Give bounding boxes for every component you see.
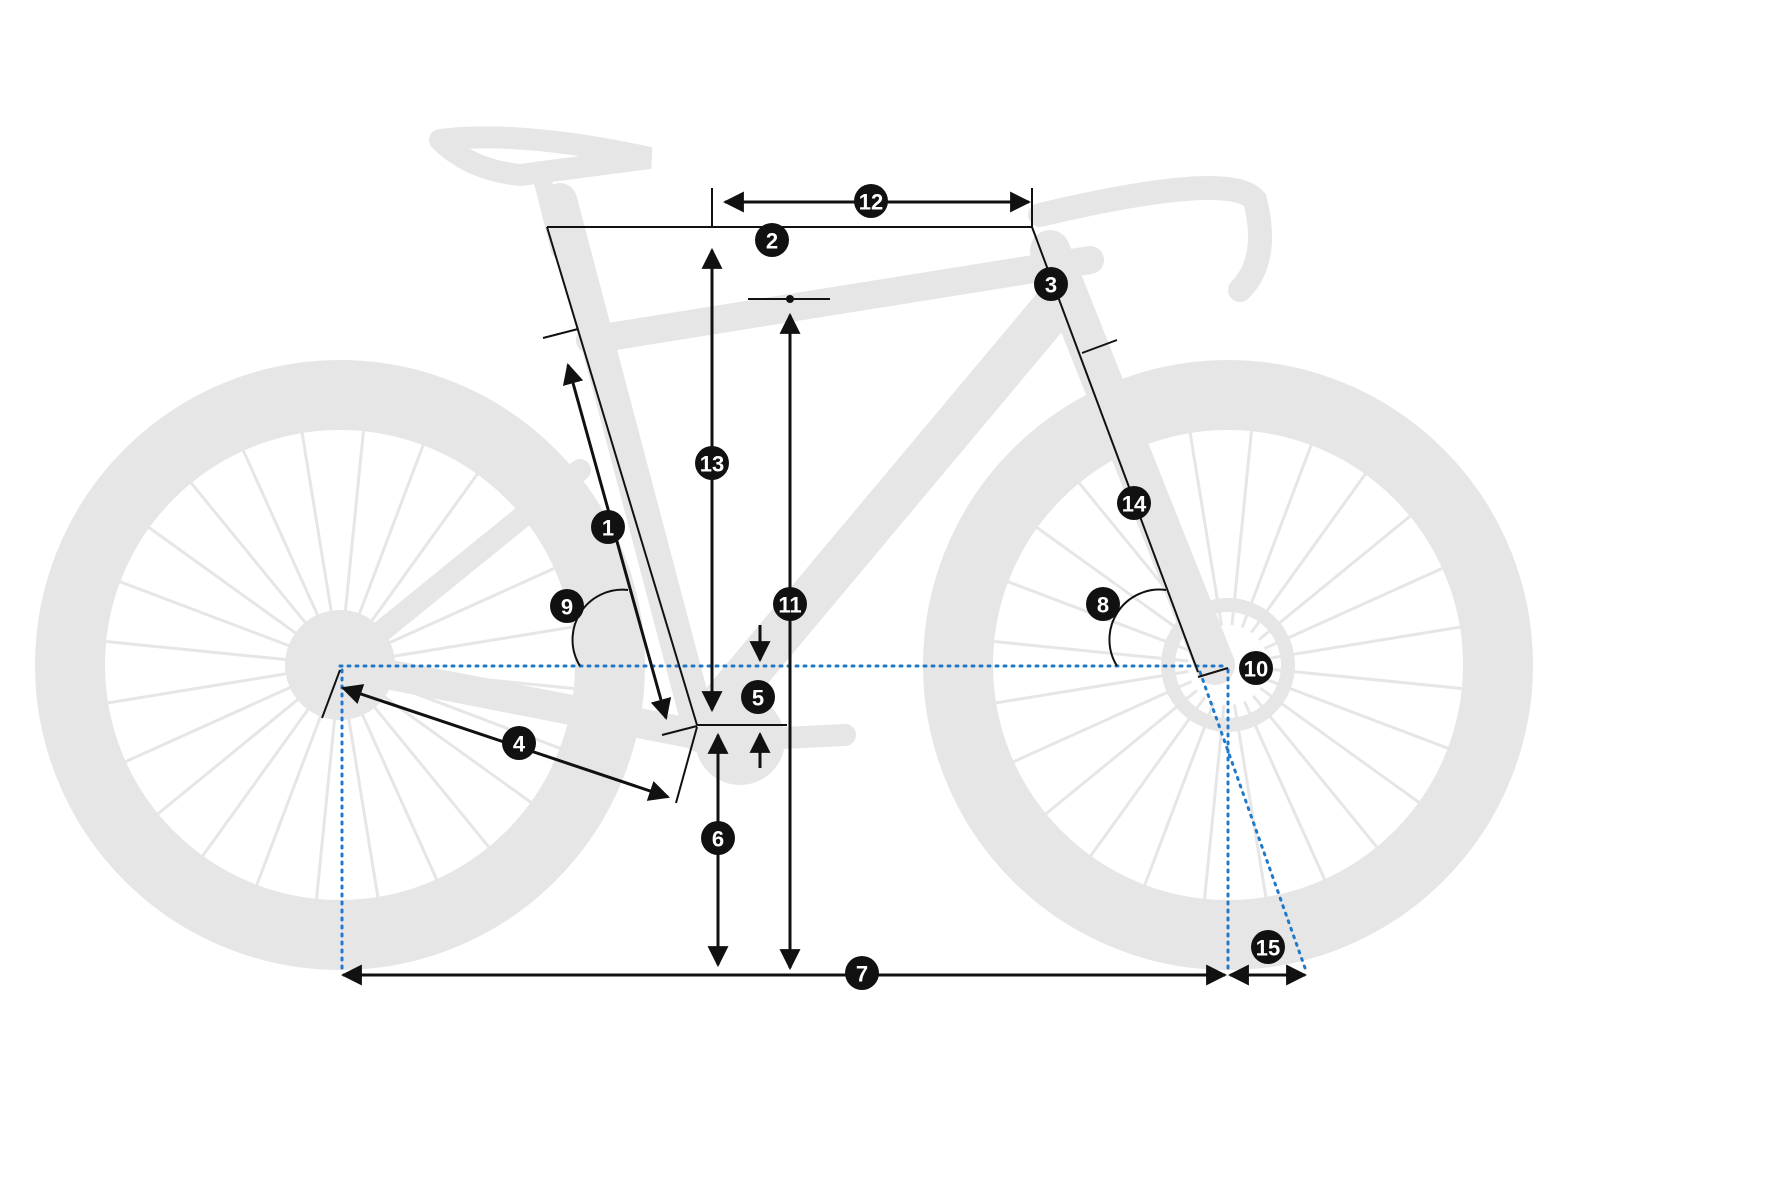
- marker-8: 8: [1086, 587, 1120, 621]
- marker-6: 6: [701, 821, 735, 855]
- spoke: [352, 444, 425, 629]
- marker-label: 3: [1045, 273, 1057, 298]
- marker-circle: [502, 726, 536, 760]
- marker-label: 13: [700, 452, 724, 477]
- spoke: [1267, 625, 1461, 661]
- spoke: [1036, 526, 1197, 643]
- marker-circle: [854, 184, 888, 218]
- marker-circle: [550, 589, 584, 623]
- spoke: [107, 669, 301, 705]
- spoke: [375, 567, 555, 650]
- spoke: [300, 432, 336, 626]
- marker-label: 5: [752, 686, 764, 711]
- marker-label: 2: [766, 229, 778, 254]
- spoke: [1203, 704, 1226, 899]
- spoke: [355, 700, 438, 880]
- fork-tick: [1197, 667, 1229, 678]
- spoke: [364, 695, 490, 848]
- marker-circle: [1239, 651, 1273, 685]
- marker-4: 4: [502, 726, 536, 760]
- spoke: [106, 640, 301, 663]
- spoke: [362, 473, 479, 634]
- marker-circle: [701, 821, 735, 855]
- marker-label: 1: [602, 516, 614, 541]
- spoke: [1267, 667, 1462, 690]
- spoke: [148, 526, 309, 643]
- marker-circle: [773, 587, 807, 621]
- spoke: [1259, 687, 1420, 804]
- marker-circle: [1034, 267, 1068, 301]
- marker-13: 13: [695, 446, 729, 480]
- spoke: [1188, 432, 1224, 626]
- spoke: [125, 680, 305, 763]
- spoke: [1045, 689, 1198, 815]
- marker-label: 11: [778, 593, 801, 618]
- spoke: [1258, 515, 1411, 641]
- marker-12: 12: [854, 184, 888, 218]
- spoke: [1250, 473, 1367, 634]
- spoke: [1243, 700, 1326, 880]
- spoke: [1089, 696, 1206, 857]
- spoke: [255, 701, 328, 886]
- seat-tube-length-arrow: [562, 362, 672, 721]
- spoke: [344, 704, 380, 898]
- marker-label: 6: [712, 827, 724, 852]
- spoke: [994, 640, 1189, 663]
- spoke: [119, 580, 304, 653]
- head-tube-line: [1031, 226, 1199, 673]
- marker-circle: [755, 223, 789, 257]
- marker-1: 1: [591, 510, 625, 544]
- rear-dropout-tick: [321, 669, 341, 719]
- marker-2: 2: [755, 223, 789, 257]
- marker-7: 7: [845, 956, 879, 990]
- marker-label: 8: [1097, 593, 1109, 618]
- marker-5: 5: [741, 680, 775, 714]
- spoke: [157, 689, 310, 815]
- marker-label: 4: [513, 732, 526, 757]
- marker-14: 14: [1117, 486, 1151, 520]
- spoke: [1263, 567, 1443, 650]
- chainstay-tick: [675, 726, 698, 804]
- spoke: [342, 431, 365, 626]
- marker-circle: [1117, 486, 1151, 520]
- marker-label: 15: [1256, 936, 1280, 961]
- spoke: [1232, 704, 1268, 898]
- spoke: [1252, 695, 1378, 848]
- marker-11: 11: [773, 587, 807, 621]
- marker-circle: [695, 446, 729, 480]
- bike-silhouette: [35, 126, 1533, 970]
- marker-label: 14: [1122, 492, 1147, 517]
- spoke: [1013, 680, 1193, 763]
- marker-label: 12: [859, 190, 883, 215]
- spoke: [379, 625, 573, 661]
- marker-circle: [1086, 587, 1120, 621]
- head-tube-tick: [1081, 339, 1118, 354]
- marker-circle: [1251, 930, 1285, 964]
- spoke: [315, 704, 338, 899]
- spoke: [201, 696, 318, 857]
- marker-label: 7: [856, 962, 868, 987]
- marker-3: 3: [1034, 267, 1068, 301]
- spoke: [242, 450, 325, 630]
- marker-circle: [591, 510, 625, 544]
- spoke: [995, 669, 1189, 705]
- marker-label: 9: [561, 595, 573, 620]
- spoke: [190, 482, 316, 635]
- spoke: [1143, 701, 1216, 886]
- spoke: [1230, 431, 1253, 626]
- marker-9: 9: [550, 589, 584, 623]
- spoke: [1240, 444, 1313, 629]
- stack-point: [786, 295, 794, 303]
- marker-label: 10: [1244, 657, 1268, 682]
- marker-10: 10: [1239, 651, 1273, 685]
- marker-circle: [845, 956, 879, 990]
- spoke: [1264, 677, 1449, 750]
- marker-15: 15: [1251, 930, 1285, 964]
- seat-tube-tick: [542, 328, 579, 339]
- marker-circle: [741, 680, 775, 714]
